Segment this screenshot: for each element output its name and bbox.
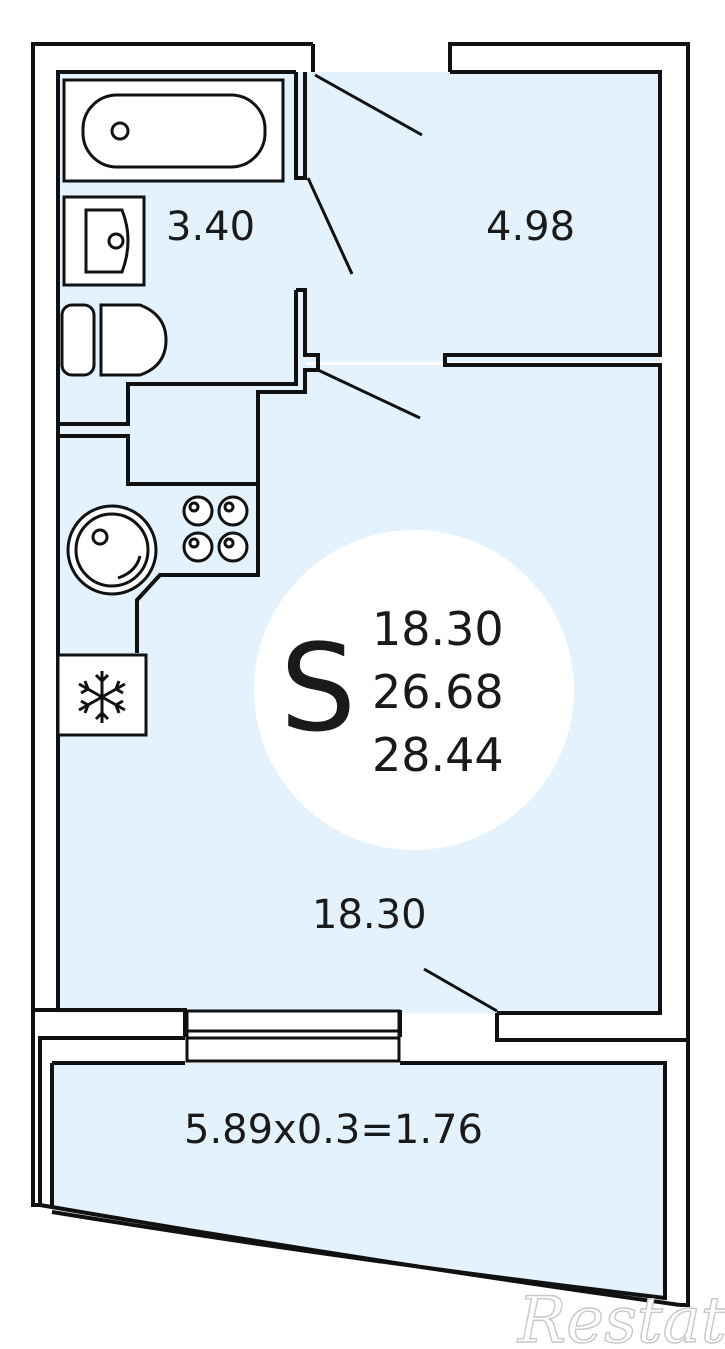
- element: [80, 680, 90, 695]
- total-area-value: 28.44: [372, 728, 504, 782]
- toilet: [60, 303, 168, 377]
- living-door-swing: [317, 368, 421, 420]
- balcony-door-frame: [185, 1009, 401, 1063]
- hall-floor: [306, 72, 660, 362]
- bath-partition: [294, 72, 307, 180]
- element: [99, 303, 168, 377]
- balcony-curve-inner: [51, 1210, 666, 1300]
- bath-partition-lower: [135, 288, 320, 653]
- element: [223, 537, 235, 549]
- living-area-value: 18.30: [372, 602, 504, 656]
- living-area-label: 18.30: [312, 892, 427, 938]
- stove: [182, 495, 249, 563]
- element: [217, 531, 249, 563]
- element: [117, 555, 142, 580]
- element: [217, 495, 249, 527]
- kitchen-top-wall: [58, 434, 258, 486]
- element: [223, 501, 235, 513]
- area-badge: [254, 530, 574, 850]
- balcony-door-swing: [423, 967, 498, 1013]
- outer-wall-left: [31, 42, 313, 1010]
- balcony-door: [185, 1009, 401, 1063]
- element: [81, 93, 267, 169]
- element: [94, 710, 110, 721]
- sink: [62, 195, 146, 287]
- bottom-wall-right-inner: [497, 1010, 662, 1015]
- element: [188, 501, 200, 513]
- element: [74, 512, 150, 588]
- element: [182, 531, 214, 563]
- element: [107, 232, 125, 250]
- entrance-door-swing: [314, 73, 423, 137]
- snowflake-icon: [78, 671, 126, 723]
- balcony-wall-right: [680, 1040, 690, 1307]
- balcony-floor: [52, 1063, 665, 1302]
- element: [110, 121, 130, 141]
- bath-door-swing: [306, 177, 354, 275]
- element: [91, 528, 109, 546]
- kitchen-sink: [66, 504, 158, 596]
- bath-bottom-wall: [58, 290, 298, 426]
- bathroom-area-label: 3.40: [166, 204, 255, 250]
- element: [114, 680, 124, 695]
- bathtub: [62, 78, 285, 183]
- balcony-area-label: 5.89x0.3=1.76: [184, 1107, 483, 1153]
- area-symbol: S: [280, 620, 356, 759]
- element: [188, 537, 200, 549]
- outer-wall-top-right: [448, 42, 690, 1010]
- element: [60, 303, 96, 377]
- inner-wall-right: [443, 70, 662, 1010]
- element: [94, 673, 110, 684]
- hall-area-label: 4.98: [486, 204, 575, 250]
- element: [84, 208, 130, 274]
- door-swings: [306, 73, 498, 1013]
- fridge: [56, 653, 148, 737]
- element: [114, 699, 124, 714]
- element: [182, 495, 214, 527]
- wall-segment: [400, 1061, 667, 1300]
- bottom-wall-right: [495, 1010, 690, 1042]
- total-without-balcony-value: 26.68: [372, 665, 504, 719]
- restate-logo: Restate: [517, 1284, 725, 1349]
- element: [80, 699, 90, 714]
